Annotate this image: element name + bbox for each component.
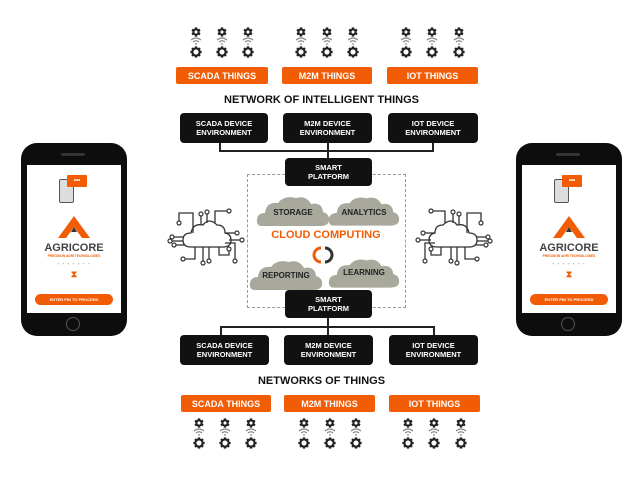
- iot-things-label: IOT THINGS: [389, 395, 480, 412]
- cloud-shape-icon: [328, 259, 400, 288]
- phone-screen: ••• AGRICORE PRECISION AGRI TECHNOLOGIES…: [27, 165, 121, 313]
- top-smart-platform-box: SMART PLATFORM: [285, 158, 372, 186]
- gear-wifi-device-icon: [215, 418, 235, 450]
- learning-label: LEARNING: [343, 268, 385, 277]
- connector-line: [432, 143, 434, 151]
- connector-line: [433, 326, 435, 335]
- phone-speaker: [556, 153, 580, 156]
- scada-things-label: SCADA THINGS: [176, 67, 268, 84]
- storage-label: STORAGE: [273, 208, 313, 217]
- gear-wifi-device-icon: [449, 27, 469, 59]
- agricore-brand: AGRICORE: [539, 242, 599, 254]
- phone-screen: ••• AGRICORE PRECISION AGRI TECHNOLOGIES…: [522, 165, 616, 313]
- storage-cloud: STORAGE: [256, 194, 330, 228]
- analytics-label: ANALYTICS: [341, 208, 387, 217]
- gear-wifi-device-icon: [291, 27, 311, 59]
- cloud-shape-icon: [328, 197, 400, 226]
- cloud-shape-icon: [249, 261, 323, 290]
- bottom-smart-platform-box: SMART PLATFORM: [285, 290, 372, 318]
- gear-wifi-device-icon: [294, 418, 314, 450]
- connector-line: [220, 326, 435, 328]
- gear-wifi-device-icon: [398, 418, 418, 450]
- gear-wifi-device-icon: [451, 418, 471, 450]
- scada-things-label: SCADA THINGS: [181, 395, 271, 412]
- connector-line: [219, 150, 434, 152]
- pin-dots: - - - - - - -: [57, 261, 91, 267]
- gear-wifi-device-icon: [186, 27, 206, 59]
- agricore-logo-icon: [58, 216, 90, 238]
- network-of-intelligent-things-heading: NETWORK OF INTELLIGENT THINGS: [224, 94, 419, 106]
- m2m-device-environment-box: M2M DEVICE ENVIRONMENT: [284, 335, 373, 365]
- connector-line: [219, 143, 221, 151]
- sync-link-icon: [312, 246, 334, 264]
- right-phone: ••• AGRICORE PRECISION AGRI TECHNOLOGIES…: [516, 143, 622, 336]
- m2m-device-environment-box: M2M DEVICE ENVIRONMENT: [283, 113, 372, 143]
- reporting-label: REPORTING: [262, 271, 310, 280]
- iot-device-environment-box: IOT DEVICE ENVIRONMENT: [388, 113, 478, 143]
- gear-wifi-device-icon: [422, 27, 442, 59]
- circuit-cloud-icon: [415, 208, 493, 266]
- m2m-things-label: M2M THINGS: [282, 67, 372, 84]
- gear-wifi-device-icon: [317, 27, 337, 59]
- chat-bubble-icon: •••: [67, 175, 87, 187]
- cloud-shape-icon: [256, 197, 330, 226]
- agricore-brand: AGRICORE: [44, 242, 104, 254]
- gear-wifi-device-icon: [189, 418, 209, 450]
- left-phone: ••• AGRICORE PRECISION AGRI TECHNOLOGIES…: [21, 143, 127, 336]
- gear-wifi-device-icon: [343, 27, 363, 59]
- cloud-computing-title: CLOUD COMPUTING: [271, 229, 381, 241]
- gear-wifi-device-icon: [241, 418, 261, 450]
- enter-pin-button[interactable]: ENTER PIN TO PROCEED: [35, 294, 113, 305]
- agricore-tagline: PRECISION AGRI TECHNOLOGIES: [542, 254, 596, 258]
- scada-device-environment-box: SCADA DEVICE ENVIRONMENT: [180, 335, 269, 365]
- analytics-cloud: ANALYTICS: [328, 194, 400, 228]
- iot-device-environment-box: IOT DEVICE ENVIRONMENT: [389, 335, 478, 365]
- scada-device-environment-box: SCADA DEVICE ENVIRONMENT: [180, 113, 268, 143]
- reporting-cloud: REPORTING: [249, 258, 323, 292]
- agricore-logo-icon: [553, 216, 585, 238]
- chat-bubble-icon: •••: [562, 175, 582, 187]
- gear-wifi-device-icon: [346, 418, 366, 450]
- gear-wifi-device-icon: [320, 418, 340, 450]
- gear-wifi-device-icon: [396, 27, 416, 59]
- phone-speaker: [61, 153, 85, 156]
- iot-things-label: IOT THINGS: [387, 67, 478, 84]
- pin-dots: - - - - - - -: [552, 261, 586, 267]
- home-button: [561, 317, 575, 331]
- gear-wifi-device-icon: [212, 27, 232, 59]
- home-button: [66, 317, 80, 331]
- gear-wifi-device-icon: [424, 418, 444, 450]
- gear-wifi-device-icon: [238, 27, 258, 59]
- hourglass-icon: ⧗: [70, 269, 78, 279]
- circuit-cloud-icon: [167, 208, 245, 266]
- hourglass-icon: ⧗: [565, 269, 573, 279]
- connector-line: [220, 326, 222, 335]
- m2m-things-label: M2M THINGS: [284, 395, 375, 412]
- networks-of-things-heading: NETWORKS OF THINGS: [257, 375, 386, 387]
- learning-cloud: LEARNING: [328, 256, 400, 290]
- enter-pin-button[interactable]: ENTER PIN TO PROCEED: [530, 294, 608, 305]
- agricore-tagline: PRECISION AGRI TECHNOLOGIES: [47, 254, 101, 258]
